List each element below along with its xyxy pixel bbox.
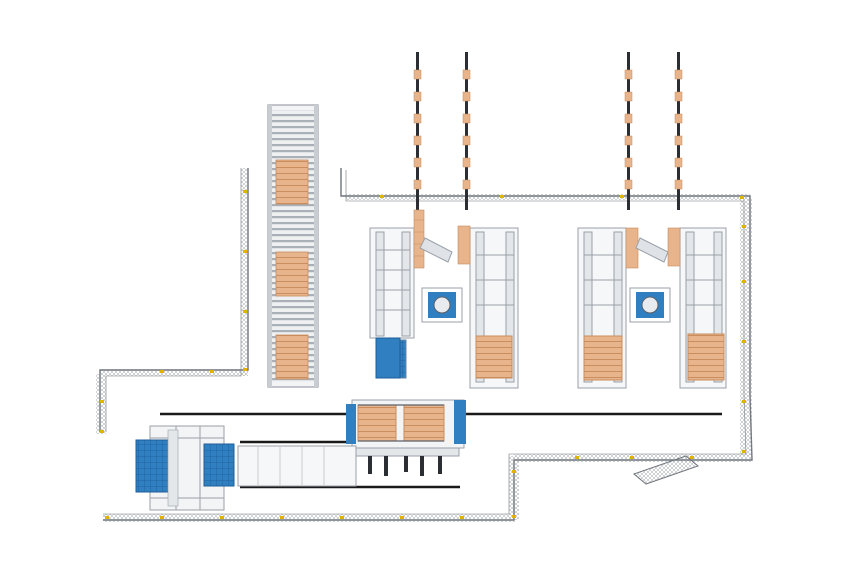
pallet-load-1 [275, 159, 309, 205]
infeed-pallet-loads [275, 159, 309, 380]
pallet-load-3 [275, 334, 309, 380]
palletizer-cell-b [577, 227, 727, 389]
pallet-dispenser [135, 425, 235, 511]
pallet-load-2 [275, 251, 309, 297]
infeed-cartons [413, 69, 683, 190]
empty-pallet-stack [375, 337, 401, 379]
outfeed-conveyor [237, 445, 357, 487]
fence-posts [100, 190, 746, 519]
pallet-load-b-right [687, 333, 725, 381]
transfer-rails [160, 412, 722, 489]
station-a-left [369, 227, 415, 339]
robot-b [629, 237, 671, 323]
infeed-line-4 [677, 52, 680, 210]
robot-a [419, 237, 463, 323]
infeed-line-3 [627, 52, 630, 210]
carton-infeed-lines [416, 52, 680, 210]
pallet-load-b-left [583, 335, 623, 381]
access-gate [632, 455, 700, 485]
infeed-line-1 [416, 52, 419, 210]
infeed-line-2 [465, 52, 468, 210]
pallet-load-a-right [475, 335, 513, 379]
transfer-shuttle [346, 337, 466, 476]
